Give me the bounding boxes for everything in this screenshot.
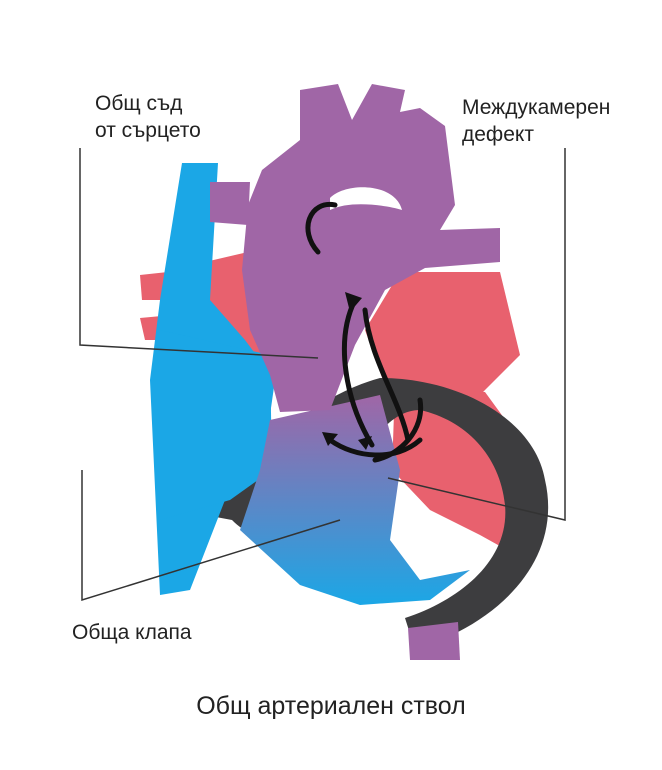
right-atrium-inflow: [160, 330, 272, 520]
pulmonary-vessel-right: [365, 272, 520, 400]
arrow-head-3: [358, 436, 372, 450]
pulmonary-branch-left: [210, 182, 250, 225]
flow-arrow-1: [305, 202, 338, 255]
flow-arrow-2: [341, 297, 375, 448]
label-ventricular-septal-defect: Междукамерен дефект: [462, 94, 610, 148]
label-vsd-line1: Междукамерен: [462, 96, 611, 119]
leader-common-valve: [81, 470, 341, 602]
flow-arrow-5: [327, 437, 423, 458]
right-ventricle-mixed: [240, 395, 470, 605]
right-heart-blue: [150, 163, 275, 595]
label-common-vessel: Общ съд от сърцето: [95, 90, 201, 144]
label-vsd-line2: дефект: [462, 123, 534, 146]
descending-aorta-bottom: [408, 622, 460, 660]
arrow-head-2: [322, 432, 338, 446]
label-common-valve: Обща клапа: [72, 621, 192, 644]
aortic-arch-trunk: [242, 84, 500, 412]
arrow-heads: [322, 292, 372, 450]
label-common-vessel-line1: Общ съд: [95, 92, 183, 115]
arrow-head-1: [345, 292, 362, 312]
common-trunk-purple: [210, 84, 500, 660]
flow-arrow-4: [372, 397, 424, 463]
flow-arrow-3: [362, 307, 411, 443]
arch-lumen-white: [330, 187, 402, 210]
label-common-vessel-line2: от сърцето: [95, 119, 201, 142]
leader-common-vessel: [79, 148, 319, 359]
leader-lines: [79, 148, 566, 602]
leader-vsd: [387, 148, 566, 521]
diagram-caption: Общ артериален ствол: [196, 692, 466, 720]
blood-flow-arrows: [305, 202, 424, 463]
